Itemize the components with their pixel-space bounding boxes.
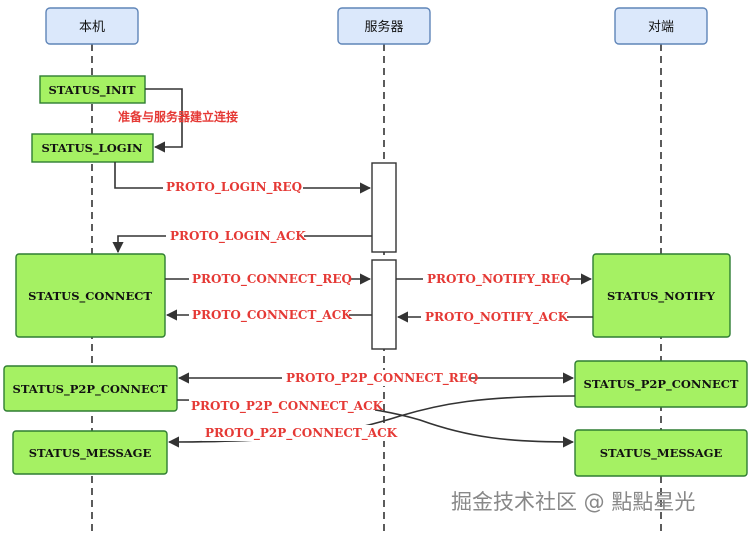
state-p2p-local: STATUS_P2P_CONNECT bbox=[3, 365, 178, 412]
init-to-login-arrow bbox=[145, 88, 183, 153]
notify-req-label: PROTO_NOTIFY_REQ bbox=[427, 272, 570, 287]
state-message-local: STATUS_MESSAGE bbox=[12, 430, 168, 475]
login-ack-label: PROTO_LOGIN_ACK bbox=[170, 229, 306, 244]
prepare-connect-note: 准备与服务器建立连接 bbox=[118, 109, 238, 124]
state-message-peer: STATUS_MESSAGE bbox=[574, 429, 748, 477]
p2p-ack-label-2: PROTO_P2P_CONNECT_ACK bbox=[205, 426, 398, 441]
participant-server: 服务器 bbox=[337, 7, 431, 45]
server-activation-bar-2 bbox=[371, 259, 397, 350]
state-p2p-local-label: STATUS_P2P_CONNECT bbox=[13, 382, 168, 397]
participant-local-label: 本机 bbox=[79, 20, 105, 35]
state-p2p-peer: STATUS_P2P_CONNECT bbox=[574, 360, 748, 408]
state-login-label: STATUS_LOGIN bbox=[42, 141, 143, 156]
state-login: STATUS_LOGIN bbox=[31, 133, 154, 163]
login-req-label: PROTO_LOGIN_REQ bbox=[166, 180, 302, 195]
state-connect-label: STATUS_CONNECT bbox=[28, 289, 152, 304]
connect-req-label: PROTO_CONNECT_REQ bbox=[192, 272, 352, 287]
participant-server-label: 服务器 bbox=[364, 19, 403, 35]
state-init: STATUS_INIT bbox=[39, 75, 146, 104]
participant-peer-label: 对端 bbox=[648, 20, 674, 35]
participant-local: 本机 bbox=[45, 7, 139, 45]
p2p-req-label: PROTO_P2P_CONNECT_REQ bbox=[286, 371, 478, 386]
state-connect: STATUS_CONNECT bbox=[15, 253, 166, 338]
p2p-ack-label-1: PROTO_P2P_CONNECT_ACK bbox=[191, 399, 384, 414]
state-message-peer-label: STATUS_MESSAGE bbox=[600, 446, 723, 461]
server-activation-bar-1 bbox=[371, 162, 397, 253]
state-p2p-peer-label: STATUS_P2P_CONNECT bbox=[584, 377, 739, 392]
state-message-local-label: STATUS_MESSAGE bbox=[29, 446, 152, 461]
participant-peer: 对端 bbox=[614, 7, 708, 45]
connect-ack-label: PROTO_CONNECT_ACK bbox=[192, 308, 352, 323]
notify-ack-label: PROTO_NOTIFY_ACK bbox=[425, 310, 569, 325]
state-notify-label: STATUS_NOTIFY bbox=[607, 289, 716, 304]
watermark: 掘金技术社区 @ 點點星光 bbox=[451, 490, 695, 514]
state-notify: STATUS_NOTIFY bbox=[592, 253, 731, 338]
state-init-label: STATUS_INIT bbox=[49, 83, 136, 98]
